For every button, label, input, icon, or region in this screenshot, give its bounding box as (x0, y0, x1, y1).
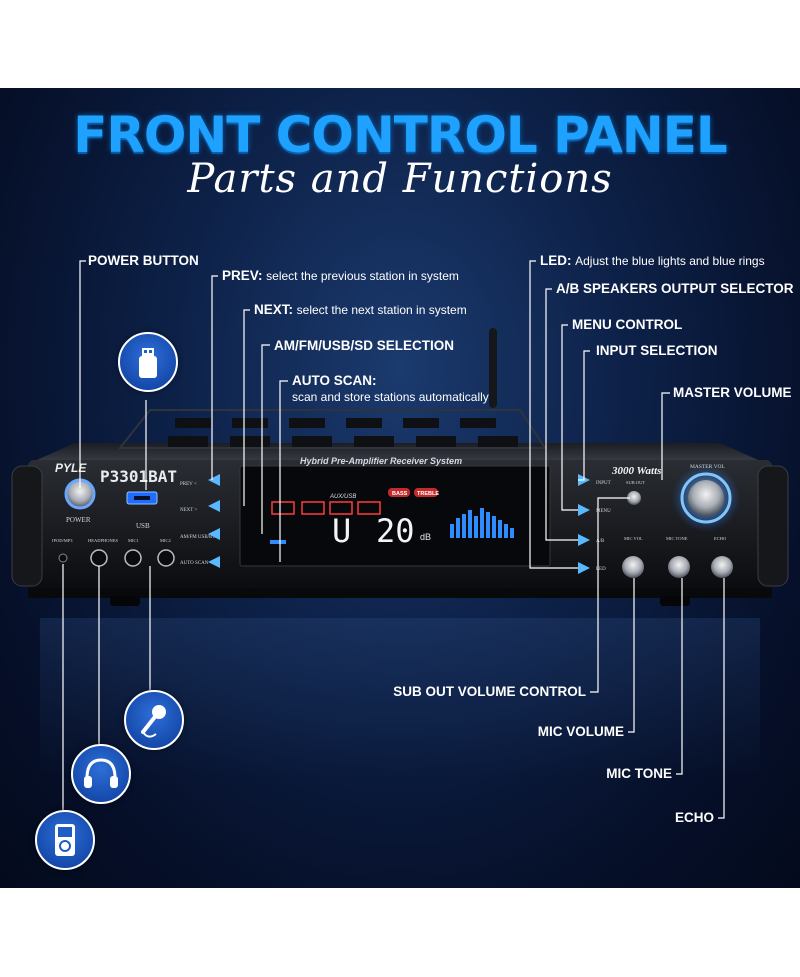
right-button-group: INPUT MENU A/B LED (578, 474, 611, 574)
callout-led-title: LED: (540, 253, 572, 268)
led-button[interactable] (578, 562, 590, 574)
ipod-icon-badge (35, 810, 95, 870)
display-readout-value: 20 (376, 512, 415, 550)
mic2-jack[interactable] (157, 549, 175, 567)
display-source: AUX/USB (329, 494, 356, 500)
callout-subout: SUB OUT VOLUME CONTROL (393, 684, 586, 700)
page-title: FRONT CONTROL PANEL (73, 106, 728, 164)
mic-vol-label: MIC VOL (624, 536, 643, 541)
ipod-jack[interactable] (58, 553, 68, 563)
spectrum-bars (450, 508, 514, 538)
brand-logo: PYLE (55, 461, 87, 475)
subout-knob[interactable] (627, 491, 641, 505)
callout-source-title: AM/FM/USB/SD SELECTION (274, 338, 455, 353)
headphones-icon-badge (71, 744, 131, 804)
ab-button-label: A/B (596, 539, 605, 544)
menu-button[interactable] (578, 504, 590, 516)
display-bass: BASS (392, 491, 408, 497)
echo-knob[interactable] (711, 556, 733, 578)
mic1-jack[interactable] (124, 549, 142, 567)
echo-label: ECHO (714, 536, 727, 541)
system-name: Hybrid Pre-Amplifier Receiver System (300, 456, 462, 466)
autoscan-button-label: AUTO SCAN (180, 561, 209, 566)
callout-ab: A/B SPEAKERS OUTPUT SELECTOR (556, 281, 794, 297)
callout-next: NEXT: select the next station in system (254, 302, 467, 318)
callout-input-title: INPUT SELECTION (596, 343, 718, 358)
page-subtitle: Parts and Functions (187, 156, 613, 202)
callout-prev-title: PREV: (222, 268, 263, 283)
callout-micvol-title: MIC VOLUME (537, 724, 624, 739)
display-readout-left: U (332, 512, 351, 550)
callout-ab-title: A/B SPEAKERS OUTPUT SELECTOR (556, 281, 794, 296)
source-button-label: AM/FM USB/BT (180, 535, 215, 540)
callout-next-desc: select the next station in system (296, 303, 467, 317)
mic2-label: MIC2 (160, 538, 171, 543)
callout-prev-desc: select the previous station in system (266, 269, 459, 283)
antenna (489, 328, 497, 408)
mic1-label: MIC1 (128, 538, 139, 543)
receiver-device: Hybrid Pre-Amplifier Receiver System AUX… (11, 328, 789, 606)
left-handle (11, 465, 43, 587)
display-treble: TREBLE (417, 491, 439, 497)
callout-next-title: NEXT: (254, 302, 294, 317)
callout-led-desc: Adjust the blue lights and blue rings (575, 254, 765, 268)
subout-label: SUB.OUT (626, 480, 645, 485)
callout-input: INPUT SELECTION (596, 343, 718, 359)
display-window (239, 465, 551, 567)
microphone-icon (141, 705, 166, 738)
next-button[interactable] (208, 500, 220, 512)
vent-slots (168, 418, 518, 448)
mic-vol-knob[interactable] (622, 556, 644, 578)
callout-autoscan-title: AUTO SCAN: (292, 373, 377, 388)
callout-micvol: MIC VOLUME (538, 724, 624, 740)
microphone-icon-badge (124, 690, 184, 750)
right-handle (757, 465, 789, 587)
callout-led: LED: Adjust the blue lights and blue rin… (540, 253, 765, 269)
mic-tone-label: MIC TONE (666, 536, 688, 541)
ipod-label: IPOD/MP3 (52, 538, 73, 543)
model-number: P3301BAT (100, 467, 177, 486)
autoscan-button[interactable] (208, 556, 220, 568)
callout-master-title: MASTER VOLUME (673, 385, 792, 400)
callout-lines (62, 260, 725, 819)
callout-autoscan-desc: scan and store stations automatically (292, 390, 489, 404)
headphones-icon (84, 758, 118, 788)
wattage-label: 3000 Watts (611, 465, 661, 477)
headphones-label: HEADPHONES (88, 538, 118, 543)
callout-source: AM/FM/USB/SD SELECTION (274, 338, 454, 354)
master-volume-knob[interactable] (688, 480, 724, 516)
left-button-group: PREV < NEXT > AM/FM USB/BT AUTO SCAN (180, 474, 220, 568)
input-button-label: INPUT (596, 481, 611, 486)
master-vol-label: MASTER VOL (690, 464, 726, 470)
ab-button[interactable] (578, 534, 590, 546)
callout-power-button: POWER BUTTON (88, 253, 199, 269)
callout-menu: MENU CONTROL (572, 317, 682, 333)
source-button[interactable] (208, 528, 220, 540)
ipod-icon (55, 824, 75, 856)
power-label: POWER (66, 516, 91, 524)
infographic-stage: FRONT CONTROL PANEL Parts and Functions (0, 88, 800, 888)
callout-master: MASTER VOLUME (673, 385, 792, 401)
next-button-label: NEXT > (180, 508, 197, 513)
usb-icon-badge (118, 332, 178, 392)
prev-button[interactable] (208, 474, 220, 486)
callout-menu-title: MENU CONTROL (572, 317, 683, 332)
callout-subout-title: SUB OUT VOLUME CONTROL (393, 684, 586, 699)
usb-label: USB (136, 522, 150, 530)
menu-button-label: MENU (596, 509, 611, 514)
callout-echo-title: ECHO (674, 810, 714, 825)
display-unit: dB (420, 532, 431, 542)
callout-autoscan: AUTO SCAN: scan and store stations autom… (292, 373, 489, 405)
prev-button-label: PREV < (180, 482, 197, 487)
callout-power-button-title: POWER BUTTON (88, 253, 199, 268)
mic-tone-knob[interactable] (668, 556, 690, 578)
callout-mictone: MIC TONE (606, 766, 672, 782)
led-button-label: LED (596, 567, 606, 572)
usb-drive-icon (139, 348, 157, 378)
callout-echo: ECHO (675, 810, 714, 826)
callout-prev: PREV: select the previous station in sys… (222, 268, 459, 284)
callout-mictone-title: MIC TONE (606, 766, 672, 781)
